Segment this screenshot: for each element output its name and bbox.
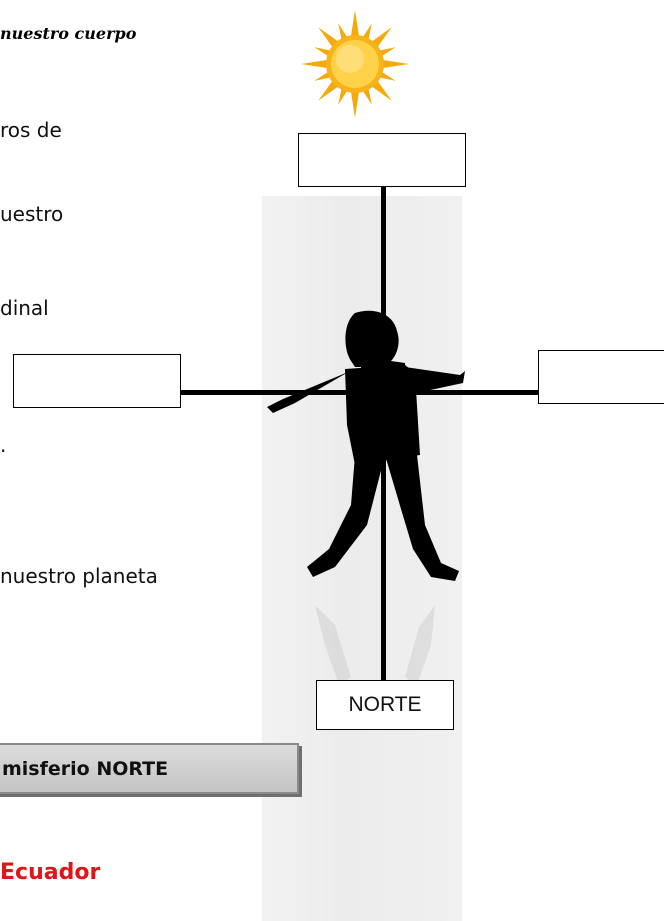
direction-box-top[interactable] [298,133,466,187]
text-line-4: . [0,433,7,457]
text-line-1: ros de [0,118,62,142]
direction-box-right[interactable] [538,350,664,404]
text-line-5: nuestro planeta [0,564,158,588]
sun-icon [301,10,409,118]
hemisphere-banner: misferio NORTE [0,743,299,794]
direction-box-north: NORTE [316,680,454,730]
equator-label: Ecuador [0,860,101,885]
direction-box-left[interactable] [13,354,181,408]
child-silhouette [267,310,465,685]
page-title: nuestro cuerpo [0,24,137,43]
text-line-2: uestro [0,202,64,226]
hemisphere-label: misferio NORTE [2,757,169,780]
text-line-3: dinal [0,296,49,320]
